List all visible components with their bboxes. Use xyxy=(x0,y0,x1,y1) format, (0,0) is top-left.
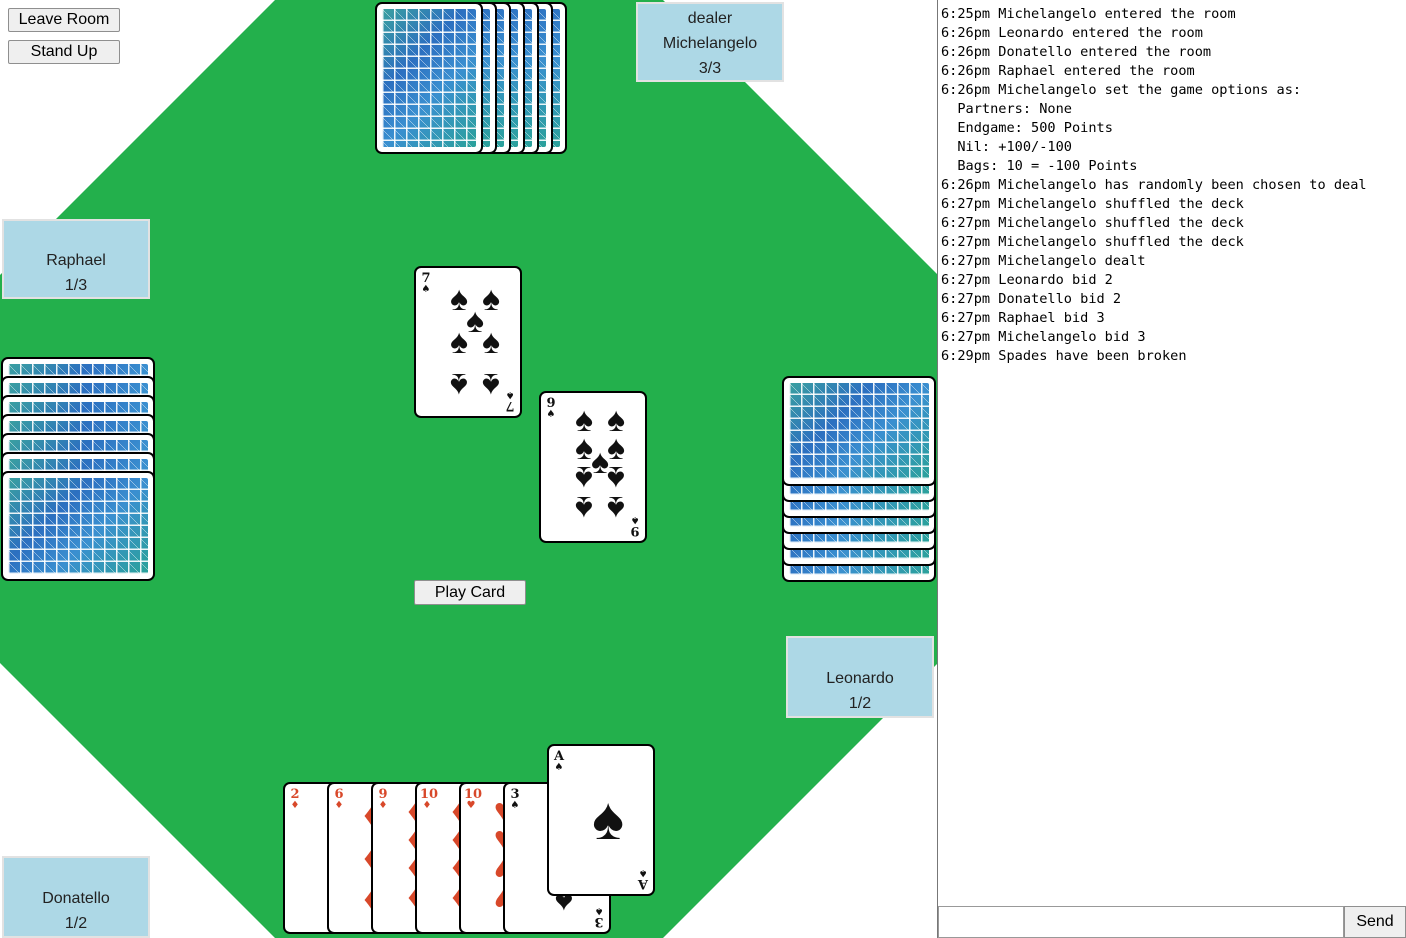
spades-pip-icon: ♠ xyxy=(606,429,626,467)
spades-icon: ♠ xyxy=(594,905,604,916)
card-rank: 2 xyxy=(290,787,300,802)
spades-pip-icon: ♠ xyxy=(606,489,626,527)
dealer-label: dealer xyxy=(687,10,733,27)
hearts-icon: ♥ xyxy=(466,800,476,811)
card-index: 2♦ xyxy=(288,788,302,811)
spades-pip-icon: ♠ xyxy=(606,401,626,439)
chat-input[interactable] xyxy=(938,906,1344,938)
spades-pip-icon: ♠ xyxy=(481,280,501,318)
diamonds-icon: ♦ xyxy=(334,800,344,811)
card-index: 6♦ xyxy=(332,788,346,811)
spades-pip-icon: ♠ xyxy=(449,280,469,318)
card-rank: 9 xyxy=(630,523,640,538)
spades-pip-icon: ♠ xyxy=(449,366,469,404)
table-felt xyxy=(0,0,937,938)
card-index: 10♦ xyxy=(420,788,438,811)
player-tricks: 3/3 xyxy=(698,60,722,77)
spades-pip-icon: ♠ xyxy=(574,401,594,439)
card-rank: A xyxy=(637,876,649,891)
trick-card: 9♠9♠♠♠♠♠♠♠♠♠♠ xyxy=(539,391,647,543)
card-back-pattern xyxy=(789,383,929,479)
player-name: Leonardo xyxy=(826,670,894,687)
spades-icon: ♠ xyxy=(554,762,564,773)
trick-card: 7♠7♠♠♠♠♠♠♠♠ xyxy=(414,266,522,418)
player-tricks: 1/2 xyxy=(64,915,88,932)
chat-log: 6:25pm Michelangelo entered the room 6:2… xyxy=(938,0,1406,906)
spades-pip-icon: ♠ xyxy=(590,443,610,481)
diamonds-icon: ♦ xyxy=(290,800,300,811)
spades-icon: ♠ xyxy=(510,800,520,811)
spades-pip-icon: ♠ xyxy=(574,489,594,527)
diamonds-icon: ♦ xyxy=(422,800,432,811)
card-index: 9♦ xyxy=(376,788,390,811)
spades-pip-icon: ♠ xyxy=(481,323,501,361)
spades-pip-icon: ♠ xyxy=(449,323,469,361)
card-rank: 9 xyxy=(378,787,388,802)
felt-octagon xyxy=(0,0,937,938)
stand-up-button[interactable]: Stand Up xyxy=(8,40,120,64)
spades-pip-icon: ♠ xyxy=(481,366,501,404)
hand-card[interactable]: A♠A♠♠ xyxy=(547,744,655,896)
card-rank: A xyxy=(553,749,565,764)
card-index: A♠ xyxy=(552,750,566,773)
player-name: Michelangelo xyxy=(662,35,758,52)
card-back xyxy=(375,2,483,154)
card-index: 3♠ xyxy=(592,905,606,929)
card-index: 3♠ xyxy=(508,788,522,811)
spades-pip-icon: ♠ xyxy=(574,429,594,467)
card-rank: 10 xyxy=(464,787,483,802)
card-rank: 7 xyxy=(421,271,431,286)
card-index: A♠ xyxy=(636,867,650,891)
leave-room-button[interactable]: Leave Room xyxy=(8,8,120,32)
chat-messages: 6:25pm Michelangelo entered the room 6:2… xyxy=(941,6,1367,364)
spades-icon: ♠ xyxy=(421,284,431,295)
spades-pip-icon: ♠ xyxy=(592,785,624,852)
card-index: 7♠ xyxy=(419,272,433,295)
player-box-north: dealer Michelangelo 3/3 xyxy=(636,2,784,82)
send-button[interactable]: Send xyxy=(1344,906,1406,938)
card-back-pattern xyxy=(8,478,148,574)
player-box-south: Donatello 1/2 xyxy=(2,856,150,938)
spades-pip-icon: ♠ xyxy=(465,302,485,340)
card-rank: 10 xyxy=(420,787,439,802)
game-table: Leave Room Stand Up dealer Michelangelo … xyxy=(0,0,938,938)
player-box-east: Leonardo 1/2 xyxy=(786,636,934,718)
player-box-west: Raphael 1/3 xyxy=(2,219,150,299)
player-name: Donatello xyxy=(42,890,110,907)
card-rank: 3 xyxy=(510,787,520,802)
card-back-pattern xyxy=(382,9,476,147)
card-index: 9♠ xyxy=(544,397,558,420)
player-tricks: 1/2 xyxy=(848,695,872,712)
card-rank: 9 xyxy=(546,396,556,411)
card-rank: 3 xyxy=(594,914,604,929)
card-rank: 6 xyxy=(334,787,344,802)
play-card-button[interactable]: Play Card xyxy=(414,580,526,605)
card-back xyxy=(782,376,936,486)
card-back xyxy=(1,471,155,581)
diamonds-icon: ♦ xyxy=(378,800,388,811)
card-index: 10♥ xyxy=(464,788,482,811)
player-name: Raphael xyxy=(46,252,106,269)
player-tricks: 1/3 xyxy=(64,277,88,294)
spades-icon: ♠ xyxy=(546,409,556,420)
